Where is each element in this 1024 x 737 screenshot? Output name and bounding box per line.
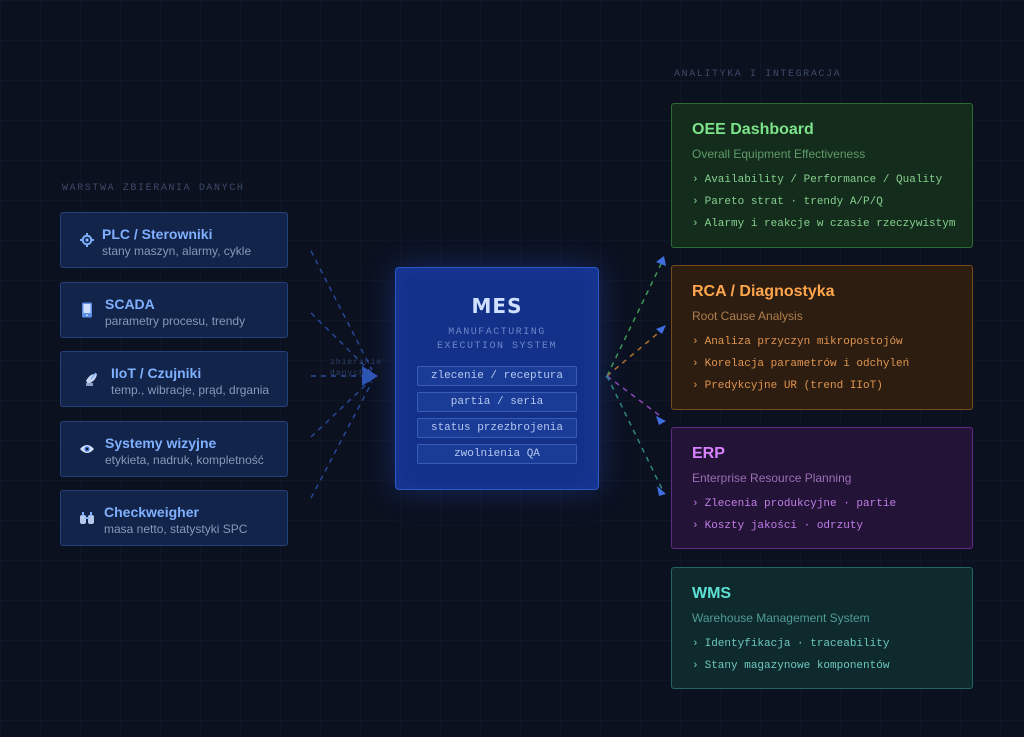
analytics-integration-label: ANALITYKA I INTEGRACJA xyxy=(674,69,842,80)
mes-module-qa-release: zwolnienia QA xyxy=(417,444,577,464)
output-arrowhead-oee-icon xyxy=(656,256,666,266)
output-item: ›Availability / Performance / Quality xyxy=(692,174,943,186)
output-arrowhead-wms-icon xyxy=(657,486,666,496)
mes-box[interactable]: MES MANUFACTURING EXECUTION SYSTEM zlece… xyxy=(395,267,599,490)
source-card-scada[interactable]: SCADA parametry procesu, trendy xyxy=(60,282,288,338)
input-line-scada xyxy=(310,312,373,374)
output-title: RCA / Diagnostyka xyxy=(692,283,835,300)
mes-module-order: zlecenie / receptura xyxy=(417,366,577,386)
output-title: ERP xyxy=(692,445,725,462)
tablet-icon xyxy=(79,302,95,318)
connector-label-line1: zbieranie xyxy=(330,358,383,367)
mes-module-changeover: status przezbrojenia xyxy=(417,418,577,438)
source-subtitle: temp., wibracje, prąd, drgania xyxy=(111,383,270,397)
output-card-oee[interactable]: OEE Dashboard Overall Equipment Effectiv… xyxy=(671,103,973,248)
input-arrowhead-icon xyxy=(362,366,378,386)
output-title: OEE Dashboard xyxy=(692,121,814,138)
source-title: IIoT / Czujniki xyxy=(111,365,202,381)
output-card-erp[interactable]: ERP Enterprise Resource Planning ›Zlecen… xyxy=(671,427,973,549)
source-subtitle: masa netto, statystyki SPC xyxy=(104,522,248,536)
source-card-iiot[interactable]: IIoT / Czujniki temp., wibracje, prąd, d… xyxy=(60,351,288,407)
connector-label-line2: danych xyxy=(330,369,365,378)
output-item: ›Korelacja parametrów i odchyleń xyxy=(692,358,910,370)
chevron-right-icon: › xyxy=(692,358,699,370)
output-subtitle: Overall Equipment Effectiveness xyxy=(692,147,866,161)
chevron-right-icon: › xyxy=(692,498,699,510)
output-line-oee xyxy=(606,259,664,377)
source-title: Checkweigher xyxy=(104,504,199,520)
source-subtitle: etykieta, nadruk, kompletność xyxy=(105,453,264,467)
output-subtitle: Root Cause Analysis xyxy=(692,309,803,323)
input-line-checkweigher xyxy=(310,381,373,499)
eye-icon xyxy=(79,441,95,457)
source-subtitle: stany maszyn, alarmy, cykle xyxy=(102,244,252,258)
chevron-right-icon: › xyxy=(692,380,699,392)
chevron-right-icon: › xyxy=(692,196,699,208)
source-subtitle: parametry procesu, trendy xyxy=(105,314,246,328)
output-line-rca xyxy=(606,328,664,377)
output-item: ›Analiza przyczyn mikropostojów xyxy=(692,336,903,348)
output-item: ›Alarmy i reakcje w czasie rzeczywistym xyxy=(692,218,956,230)
satellite-antenna-icon xyxy=(83,371,99,387)
mes-title: MES xyxy=(471,294,523,318)
output-item: ›Pareto strat · trendy A/P/Q xyxy=(692,196,883,208)
output-item: ›Predykcyjne UR (trend IIoT) xyxy=(692,380,883,392)
source-title: SCADA xyxy=(105,296,155,312)
output-card-wms[interactable]: WMS Warehouse Management System ›Identyf… xyxy=(671,567,973,689)
chevron-right-icon: › xyxy=(692,218,699,230)
chevron-right-icon: › xyxy=(692,520,699,532)
chevron-right-icon: › xyxy=(692,174,699,186)
output-subtitle: Warehouse Management System xyxy=(692,611,870,625)
output-arrowhead-rca-icon xyxy=(656,325,666,334)
chevron-right-icon: › xyxy=(692,336,699,348)
output-item: ›Stany magazynowe komponentów xyxy=(692,660,890,672)
source-title: PLC / Sterowniki xyxy=(102,226,213,242)
output-line-wms xyxy=(606,375,664,492)
output-line-erp xyxy=(606,375,664,419)
mes-subtitle-line2: EXECUTION SYSTEM xyxy=(436,341,557,352)
source-card-plc[interactable]: PLC / Sterowniki stany maszyn, alarmy, c… xyxy=(60,212,288,268)
data-collection-layer-label: WARSTWA ZBIERANIA DANYCH xyxy=(62,183,245,194)
output-arrowhead-erp-icon xyxy=(656,416,666,425)
weight-scale-icon xyxy=(79,510,95,526)
chevron-right-icon: › xyxy=(692,638,699,650)
output-origin-marker: ‹ xyxy=(604,372,609,382)
output-item: ›Identyfikacja · traceability xyxy=(692,638,890,650)
mes-subtitle-line1: MANUFACTURING xyxy=(448,327,546,338)
output-item: ›Koszty jakości · odrzuty xyxy=(692,520,864,532)
output-title: WMS xyxy=(692,585,732,602)
input-line-vision xyxy=(310,378,373,438)
mes-module-batch: partia / seria xyxy=(417,392,577,412)
output-subtitle: Enterprise Resource Planning xyxy=(692,471,852,485)
output-card-rca[interactable]: RCA / Diagnostyka Root Cause Analysis ›A… xyxy=(671,265,973,410)
source-card-vision[interactable]: Systemy wizyjne etykieta, nadruk, komple… xyxy=(60,421,288,477)
source-card-checkweigher[interactable]: Checkweigher masa netto, statystyki SPC xyxy=(60,490,288,546)
chevron-right-icon: › xyxy=(692,660,699,672)
gear-icon xyxy=(79,232,95,248)
source-title: Systemy wizyjne xyxy=(105,435,217,451)
output-item: ›Zlecenia produkcyjne · partie xyxy=(692,498,897,510)
input-line-plc xyxy=(310,250,373,371)
